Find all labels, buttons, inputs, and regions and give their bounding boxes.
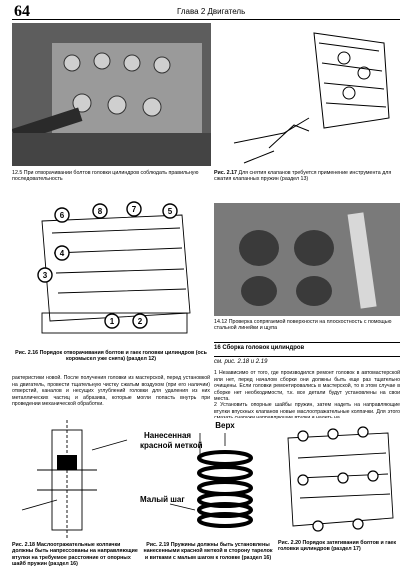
caption-2-17-text: Для снятия клапанов требуется применение…: [214, 170, 392, 183]
caption-2-16-text: Порядок отворачивания болтов и гаек голо…: [39, 350, 207, 363]
photo-head-bolts: [12, 23, 211, 166]
page-number: 64: [14, 3, 30, 20]
text-para-2: 2 Установить опорные шайбы пружин, затем…: [214, 402, 400, 422]
caption-12-5: 12.5 При отворачивании болтов головки ци…: [12, 170, 199, 183]
caption-2-18-title: Рис. 2.18: [12, 542, 35, 548]
drawing-valve-seals: [12, 420, 137, 540]
see-also: см. рис. 2.18 и 2.19: [214, 359, 268, 365]
label-red-mark-2: красной меткой: [140, 441, 203, 450]
label-top: Верх: [215, 421, 235, 430]
caption-2-17-title: Рис. 2.17: [214, 170, 237, 176]
caption-2-18: Рис. 2.18 Маслоотражательные колпачки до…: [12, 542, 138, 568]
bolt-num-3: 3: [43, 271, 48, 280]
bolt-num-6: 6: [60, 211, 65, 220]
caption-2-16: Рис. 2.16 Порядок отворачивания болтов и…: [12, 350, 210, 363]
header-rule: [12, 19, 400, 20]
text-left-paragraph: рактеристики новой. После получения голо…: [12, 375, 210, 408]
caption-14-12: 14.12 Проверка сопрягаемой поверхности н…: [214, 319, 392, 332]
section-rule-2: [214, 356, 400, 357]
caption-2-16-title: Рис. 2.16: [15, 350, 39, 356]
caption-2-19-text: Пружины должны быть установлены нанесенн…: [143, 542, 273, 561]
label-small-pitch: Малый шаг: [140, 495, 185, 504]
bolt-num-2: 2: [138, 317, 143, 326]
caption-2-20-text: Порядок затягивания болтов и гаек головк…: [278, 540, 397, 553]
bolt-num-4: 4: [60, 249, 65, 258]
caption-2-20-title: Рис. 2.20: [278, 540, 301, 546]
drawing-spring-compressor: [214, 23, 400, 166]
caption-2-18-text: Маслоотражательные колпачки должны быть …: [12, 542, 138, 568]
caption-2-20: Рис. 2.20 Порядок затягивания болтов и г…: [278, 540, 400, 553]
caption-2-17: Рис. 2.17 Для снятия клапанов требуется …: [214, 170, 400, 183]
caption-2-19-title: Рис. 2.19: [146, 542, 170, 548]
bolt-num-5: 5: [168, 207, 173, 216]
bolt-num-7: 7: [132, 205, 137, 214]
caption-2-19: Рис. 2.19 Пружины должны быть установлен…: [142, 542, 274, 561]
diagram-bolt-order: 6 8 7 5 4 3 1 2: [12, 193, 210, 343]
chapter-title: Глава 2 Двигатель: [177, 7, 246, 16]
bolt-num-1: 1: [110, 317, 115, 326]
drawing-spring: Верх Нанесенная красной меткой Малый шаг: [140, 418, 276, 542]
bolt-num-8: 8: [98, 207, 103, 216]
diagram-tightening-order: [278, 418, 400, 538]
photo-flatness-check: [214, 203, 400, 316]
label-red-mark-1: Нанесенная: [144, 431, 191, 440]
text-para-1: 1 Независимо от того, где производился р…: [214, 370, 400, 403]
section-rule: [214, 342, 400, 343]
section-title: 16 Сборка головок цилиндров: [214, 345, 305, 351]
